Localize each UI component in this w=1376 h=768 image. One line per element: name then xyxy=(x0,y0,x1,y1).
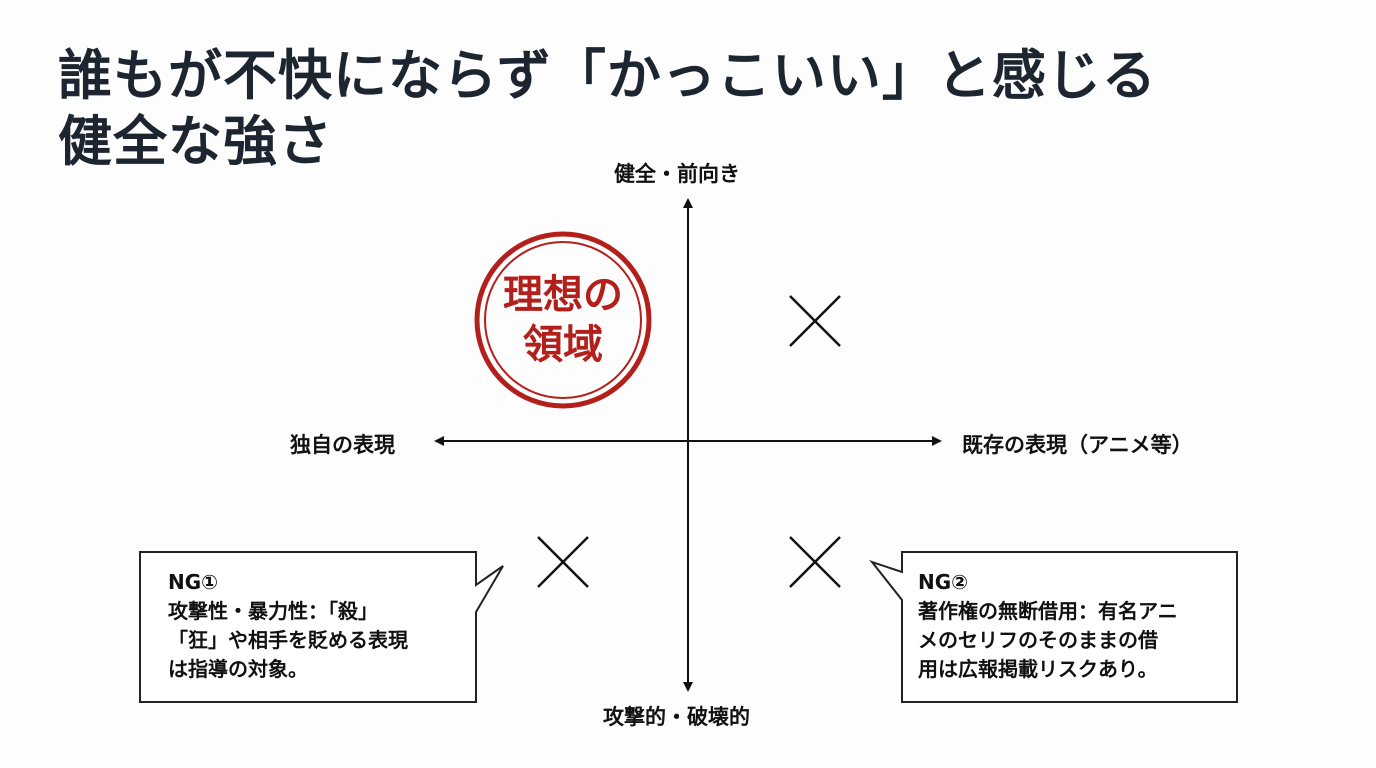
callout-ng2-line: 用は広報掲載リスクあり。 xyxy=(918,657,1158,681)
callout-ng1-line: 攻撃性・暴力性：「殺」 xyxy=(168,599,378,623)
callout-ng1-line: 「狂」や相手を貶める表現 xyxy=(168,628,408,652)
stamp-line-1: 理想の xyxy=(503,271,623,318)
axis-label-right: 既存の表現（アニメ等） xyxy=(962,433,1193,457)
axis-label-top: 健全・前向き xyxy=(614,162,740,186)
callout-ng2: NG② 著作権の無断借用：有名アニ メのセリフのそのままの借 用は広報掲載リスク… xyxy=(918,568,1178,684)
callout-box-right xyxy=(869,551,1238,703)
callout-ng1-heading: NG① xyxy=(168,570,219,594)
callout-ng2-line: 著作権の無断借用：有名アニ xyxy=(918,599,1178,623)
title-line-1: 誰もが不快にならず「かっこいい」と感じる xyxy=(58,43,1157,107)
callout-ng2-line: メのセリフのそのままの借 xyxy=(918,628,1158,652)
x-mark-icon-bottom-right xyxy=(789,536,841,588)
ideal-area-stamp: 理想の 領域 xyxy=(473,230,653,410)
callout-ng1: NG① 攻撃性・暴力性：「殺」 「狂」や相手を貶める表現 は指導の対象。 xyxy=(168,568,408,684)
callout-box-left xyxy=(139,551,504,703)
x-mark-icon-bottom-left xyxy=(537,536,589,588)
page-title: 誰もが不快にならず「かっこいい」と感じる 健全な強さ xyxy=(58,42,1157,174)
axis-label-left: 独自の表現 xyxy=(290,433,395,457)
title-line-2: 健全な強さ xyxy=(58,109,333,173)
stamp-line-2: 領域 xyxy=(523,321,603,368)
x-mark-icon-top-right xyxy=(789,295,841,347)
callout-ng1-line: は指導の対象。 xyxy=(168,657,308,681)
axis-label-bottom: 攻撃的・破壊的 xyxy=(603,705,750,729)
callout-ng2-heading: NG② xyxy=(918,570,969,594)
stamp-circle-icon xyxy=(474,231,652,409)
